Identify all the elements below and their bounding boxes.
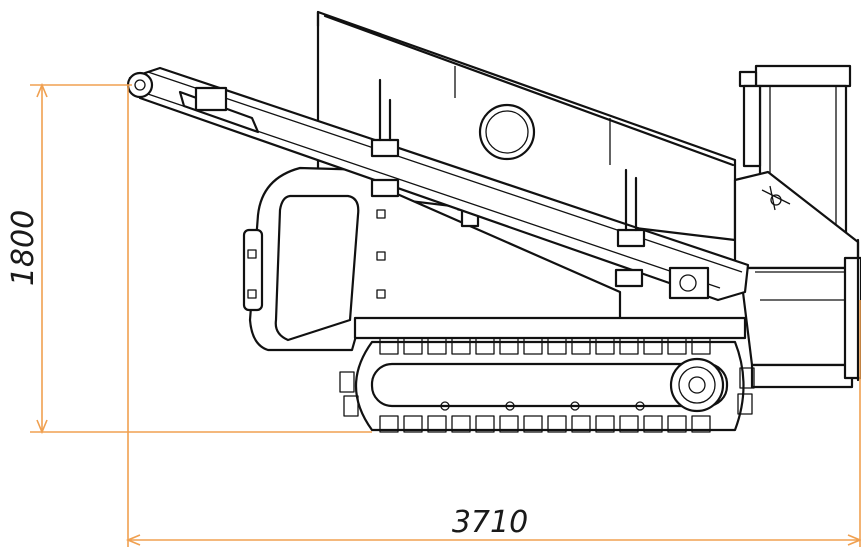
engine-housing (242, 166, 622, 352)
porthole (478, 103, 536, 161)
dimension-lines (30, 82, 861, 547)
height-dimension-label: 1800 (6, 210, 41, 286)
crawler-track (339, 316, 755, 433)
conveyor (126, 66, 750, 302)
length-dimension-label: 3710 (452, 505, 528, 540)
elevator-tower (733, 64, 861, 389)
